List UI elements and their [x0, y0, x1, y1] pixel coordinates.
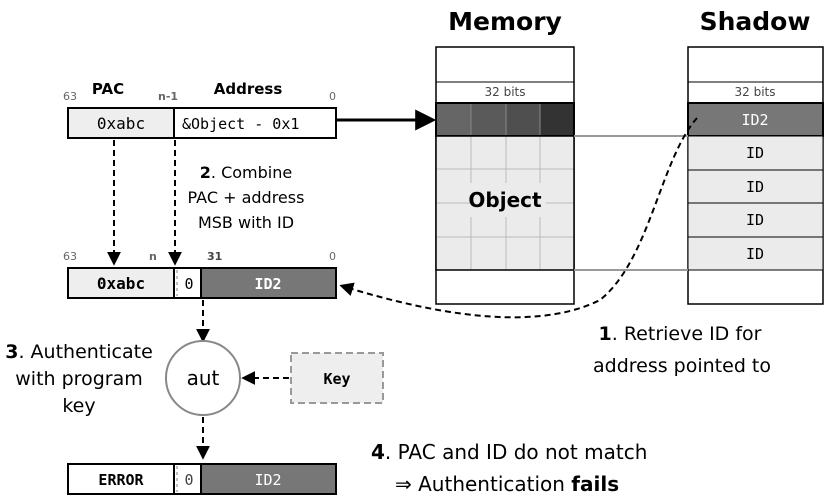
memory-header-cell [540, 103, 574, 136]
step2-text: 2. Combine [200, 163, 292, 182]
result-error-field [67, 463, 175, 495]
shadow-entry-label: ID2 [741, 111, 768, 129]
step3-text: 3. Authenticate [5, 341, 153, 363]
step1-number: 1 [599, 323, 612, 345]
combined-register: 0xabc 0 ID2 [67, 267, 337, 299]
combined-pac-field [67, 267, 175, 299]
shadow-entry [687, 135, 824, 171]
step3-number: 3 [5, 341, 18, 363]
shadow-entry-label: ID [746, 211, 764, 229]
retrieve-id-arrow [339, 117, 698, 319]
pointer-pac-value: 0xabc [97, 114, 145, 133]
result-id-field [200, 463, 337, 495]
step2-line3: MSB with ID [198, 213, 294, 232]
step4-line2-prefix: ⇒ Authentication [395, 472, 571, 496]
step4-line1: . PAC and ID do not match [385, 440, 647, 464]
memory-header-cell [506, 103, 540, 136]
key-label: Key [323, 370, 350, 388]
shadow-entry-label: ID [746, 245, 764, 263]
combined-bit-low: 0 [329, 250, 336, 263]
pointer-bit-split: n-1 [158, 90, 178, 103]
combined-zero: 0 [184, 275, 193, 293]
pointer-bit-high: 63 [63, 90, 77, 103]
combined-bit-high: 63 [63, 250, 77, 263]
pointer-address-header: Address [214, 80, 283, 98]
step3-line3: key [62, 395, 95, 417]
shadow-entry-label: ID [746, 178, 764, 196]
memory-width-label: 32 bits [485, 85, 526, 99]
memory-header-cell [471, 103, 506, 136]
memory-column: 32 bits Object [435, 46, 575, 305]
shadow-width-label: 32 bits [735, 85, 776, 99]
result-id-value: ID2 [254, 471, 281, 489]
key-box [290, 352, 384, 404]
step1-line1: . Retrieve ID for [612, 323, 762, 345]
pointer-address-value: &Object - 0x1 [182, 115, 299, 133]
shadow-title: Shadow [700, 7, 811, 36]
shadow-entry [687, 169, 824, 204]
step3-line1: . Authenticate [18, 341, 152, 363]
shadow-column: 32 bits ID2 ID ID ID ID [687, 46, 824, 305]
memory-header-cell [436, 103, 471, 136]
memory-title: Memory [448, 7, 562, 36]
pointer-register: 0xabc &Object - 0x1 [67, 107, 337, 139]
combined-bit-31: 31 [207, 250, 222, 263]
shadow-entry [687, 102, 824, 137]
step1-text: 1. Retrieve ID for [599, 323, 762, 345]
step4-text: 4. PAC and ID do not match [371, 440, 647, 464]
step4-line2-bold: fails [571, 472, 619, 496]
pointer-pac-field [67, 107, 175, 139]
step2-line1: . Combine [211, 163, 292, 182]
aut-node [165, 340, 241, 416]
step2-number: 2 [200, 163, 211, 182]
shadow-entry [687, 236, 824, 271]
step2-line2: PAC + address [188, 188, 305, 207]
result-register: ERROR 0 ID2 [67, 463, 337, 495]
combined-id-value: ID2 [254, 275, 281, 293]
step3-line2: with program [15, 368, 142, 390]
combined-pac-value: 0xabc [97, 274, 145, 293]
pointer-bit-low: 0 [329, 90, 336, 103]
pointer-pac-header: PAC [92, 80, 124, 98]
result-error-label: ERROR [98, 471, 144, 489]
step4-line2: ⇒ Authentication fails [395, 472, 619, 496]
memory-object-label: Object [468, 188, 542, 212]
shadow-entry-label: ID [746, 144, 764, 162]
result-zero: 0 [184, 471, 193, 489]
step1-line2: address pointed to [593, 355, 771, 377]
shadow-entry [687, 202, 824, 238]
step4-number: 4 [371, 440, 385, 464]
combined-bit-n: n [149, 250, 157, 263]
combined-id-field [200, 267, 337, 299]
aut-label: aut [187, 366, 220, 390]
